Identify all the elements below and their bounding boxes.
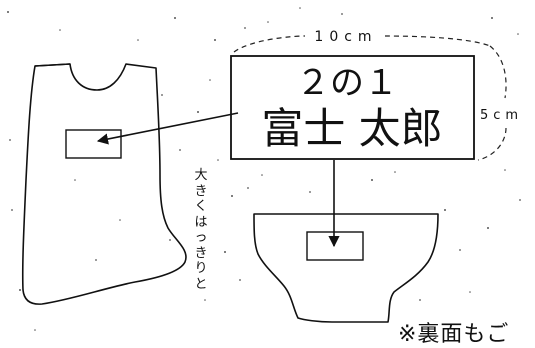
name-tag-box [230, 55, 475, 160]
trunks-outline [253, 213, 439, 323]
dim-height-label: 5cm [480, 108, 523, 123]
dim-width-line-left [233, 35, 306, 53]
arrow-to-swimsuit [96, 112, 239, 145]
dim-height-line-bottom [477, 127, 507, 161]
swimsuit-outline [21, 63, 187, 305]
scan-speckles [7, 7, 521, 331]
dim-width-label: 10cm [314, 29, 377, 45]
diagram-canvas: ２の１ 富士 太郎 10cm 5cm [7, 7, 523, 331]
name-tag-class: ２の１ [296, 63, 398, 103]
trunks-tag-placeholder [306, 231, 364, 261]
instruction-vertical-text: 大きくはっきりと [194, 168, 208, 292]
footnote-text: ※裏面もご [398, 322, 510, 347]
dim-height-line-top [489, 45, 507, 99]
name-tag-name: 富士 太郎 [261, 104, 442, 153]
dim-width-line-right [384, 35, 491, 47]
swimsuit-tag-placeholder [65, 129, 122, 159]
